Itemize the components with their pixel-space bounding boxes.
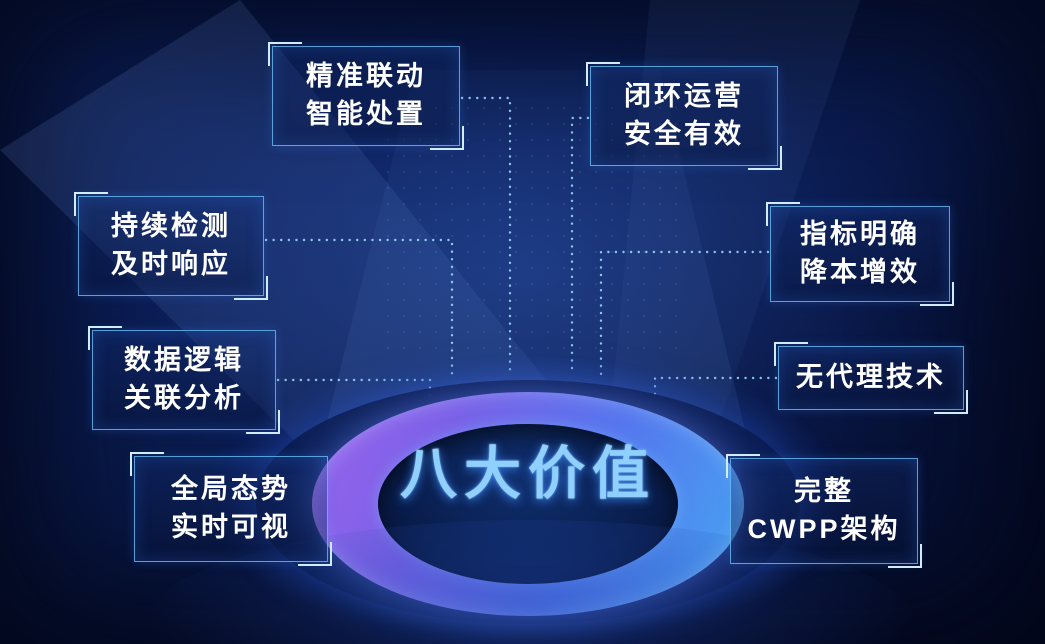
node-label-line: 完整	[794, 476, 854, 507]
connector-clear-metrics	[599, 250, 770, 378]
value-node-clear-metrics: 指标明确 降本增效	[766, 202, 954, 306]
connector-precise-linkage	[460, 96, 512, 374]
node-label-line: 智能处置	[306, 99, 426, 129]
node-label-line: 闭环运营	[624, 81, 744, 112]
node-label-line: 数据逻辑	[124, 345, 244, 376]
node-label-line: 安全有效	[624, 119, 744, 149]
node-label-line: 持续检测	[111, 211, 231, 242]
value-node-closed-loop: 闭环运营 安全有效	[586, 62, 782, 170]
node-label-line: 指标明确	[800, 219, 920, 250]
center-title: 八大价值	[400, 442, 656, 506]
value-node-continuous-detection: 持续检测 及时响应	[74, 192, 268, 300]
node-label-line: 及时响应	[111, 249, 231, 279]
center-ellipse-inner	[378, 424, 678, 584]
node-label-line: 全局态势	[171, 474, 291, 505]
node-label-line: 实时可视	[171, 512, 291, 542]
connector-closed-loop	[570, 116, 590, 374]
node-label-line: 关联分析	[124, 383, 244, 413]
node-label-line: 精准联动	[306, 61, 426, 92]
node-label-line: CWPP架构	[747, 514, 901, 544]
node-label-line: 降本增效	[800, 257, 920, 287]
value-node-cwpp: 完整 CWPP架构	[726, 454, 922, 568]
value-node-precise-linkage: 精准联动 智能处置	[268, 42, 464, 150]
value-node-agentless: 无代理技术	[774, 342, 968, 414]
connector-continuous-detection	[264, 238, 454, 378]
value-node-global-situation: 全局态势 实时可视	[130, 452, 332, 566]
node-label-line: 无代理技术	[796, 362, 946, 393]
value-node-data-logic: 数据逻辑 关联分析	[88, 326, 280, 434]
